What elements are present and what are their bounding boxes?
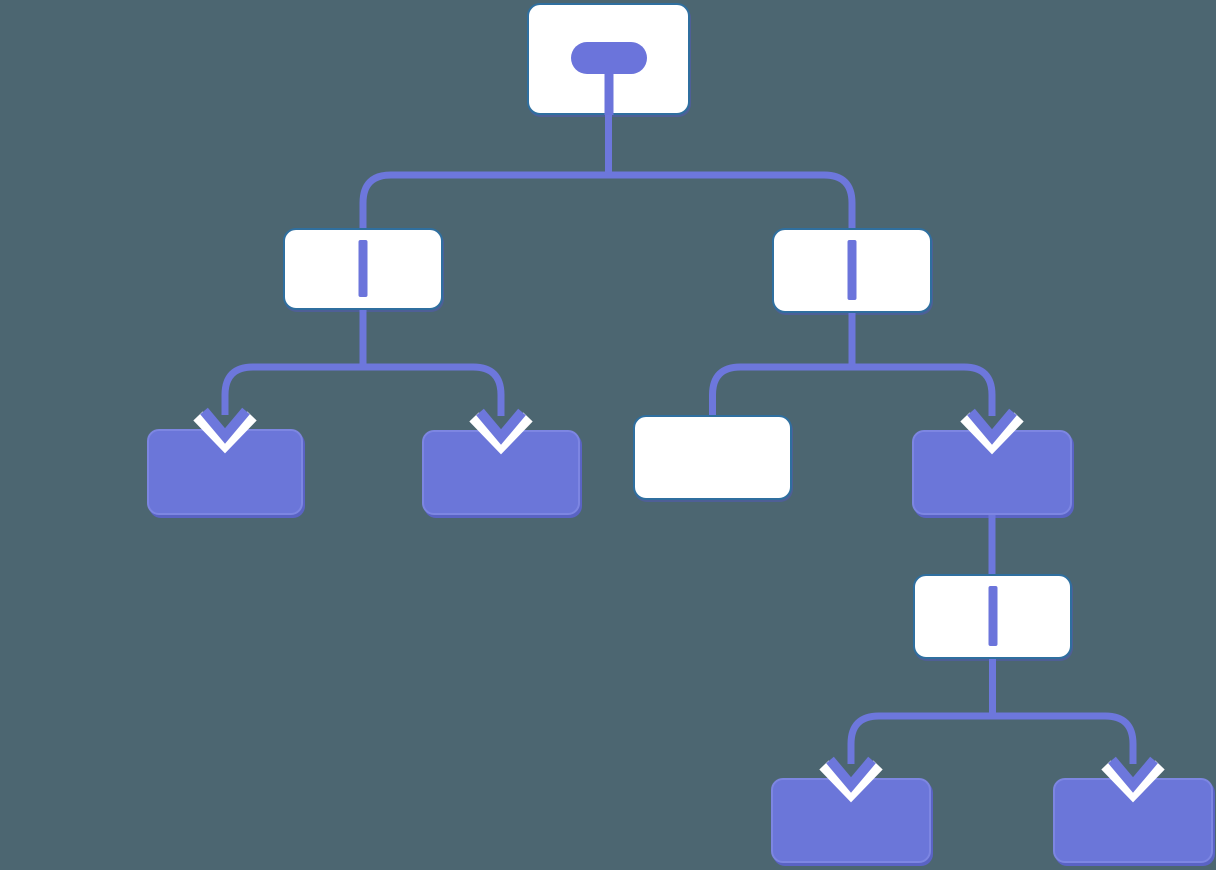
edge-line-branch-right-sub-leaf-bottom-2	[992, 712, 1137, 764]
node-leaf-bottom-1[interactable]	[771, 778, 931, 863]
text-placeholder-bar	[358, 240, 368, 297]
pill-stem	[604, 71, 613, 115]
node-child-right-1[interactable]	[633, 415, 792, 500]
edge-line-branch-right-sub-leaf-bottom-1	[847, 712, 993, 764]
node-child-right-2[interactable]	[912, 430, 1072, 515]
edge-line-root-branch-left	[359, 171, 609, 228]
node-leaf-bottom-2[interactable]	[1053, 778, 1213, 863]
edge-line-branch-right-child-right-2	[852, 363, 996, 416]
node-branch-right[interactable]	[772, 228, 932, 313]
edge-line-branch-left-leaf-left-2	[363, 363, 505, 416]
pill-placeholder	[570, 42, 647, 74]
node-branch-right-sub[interactable]	[913, 574, 1072, 659]
text-placeholder-bar	[988, 586, 997, 646]
edge-line-branch-right-child-right-1	[709, 363, 852, 415]
node-branch-left[interactable]	[283, 228, 443, 310]
node-root[interactable]	[527, 3, 690, 115]
node-leaf-left-1[interactable]	[147, 429, 303, 515]
edge-line-root-branch-right	[608, 171, 856, 228]
node-leaf-left-2[interactable]	[422, 430, 580, 515]
edge-line-branch-left-leaf-left-1	[221, 363, 363, 415]
text-placeholder-bar	[847, 240, 857, 300]
